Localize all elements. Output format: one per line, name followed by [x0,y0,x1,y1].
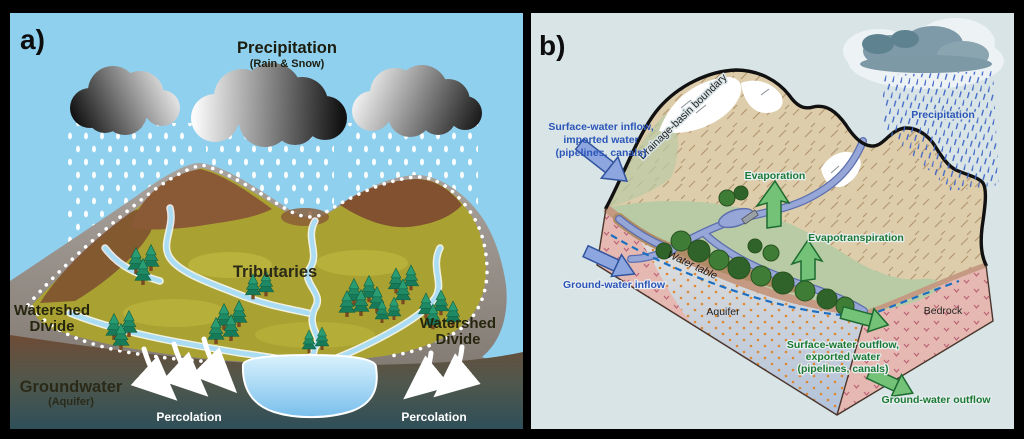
surface-water-inflow-arrow [574,137,629,182]
riparian-trees [655,185,855,316]
rain-cloud-left [70,66,180,135]
watershed-divide-right-label: Watershed [420,315,496,332]
surface-water-outflow-arrow [839,305,890,334]
percolation-left-label: Percolation [156,410,221,424]
lake [241,353,378,419]
watershed-divide-left-label: Divide [29,318,74,335]
panel-b-tag: b) [539,30,565,61]
percolation-right-label: Percolation [401,410,466,424]
panel-b-drainage-basin-block-diagram: b) Drainage-basin boundary Precipitation… [531,13,1014,429]
groundwater-label: Groundwater [20,378,123,396]
precipitation-title: Precipitation [237,39,337,57]
rain-cloud-right [352,65,482,137]
ground-water-inflow-label: Ground-water inflow [563,279,666,291]
ground-water-inflow-arrow [582,244,636,278]
dam [741,209,759,225]
aquifer-label: Aquifer [706,306,740,318]
surface-water-inflow-label: Surface-water inflow, [548,121,653,133]
evaporation-arrow [755,179,791,229]
panel-a-canvas: a) Precipitation (Rain & Snow) Tributari… [10,13,523,429]
ground-water-outflow-label: Ground-water outflow [881,394,991,406]
percolation-arrows [130,336,481,401]
panel-a-watershed-diagram: a) Precipitation (Rain & Snow) Tributari… [10,13,523,429]
panel-b-canvas: b) Drainage-basin boundary Precipitation… [539,18,1004,416]
watershed-divide-dotted-line [26,163,489,364]
surface-water-inflow-label: imported water [563,134,638,146]
block-edges [596,207,994,416]
rain-cloud-center [191,63,347,147]
evapotranspiration-arrow [790,238,824,282]
bedrock-label: Bedrock [924,305,963,317]
water-table-line [610,234,960,318]
evapotranspiration-label: Evapotranspiration [808,232,904,244]
surface-water-inflow-label: (pipelines, canals) [555,147,646,159]
surface-water-outflow-label: (pipelines, canals) [797,363,888,375]
tributaries-label: Tributaries [233,263,317,281]
surface-water-outflow-label: Surface-water outflow, [787,339,899,351]
precipitation-subtitle: (Rain & Snow) [250,58,325,70]
evaporation-label: Evaporation [745,170,806,182]
rain-shafts [883,71,999,191]
watershed-interior [32,168,486,363]
topsoil-band-right [865,262,987,316]
watershed-divide-right-label: Divide [435,331,480,348]
panel-a-tag: a) [20,24,45,55]
ground-water-outflow-arrow [865,366,914,398]
aquifer-cross-section [597,208,866,415]
groundwater-aquifer-label: (Aquifer) [48,396,94,408]
surface-water-outflow-label: exported water [806,351,881,363]
precipitation-label: Precipitation [911,109,975,121]
watershed-divide-left-label: Watershed [14,302,90,319]
